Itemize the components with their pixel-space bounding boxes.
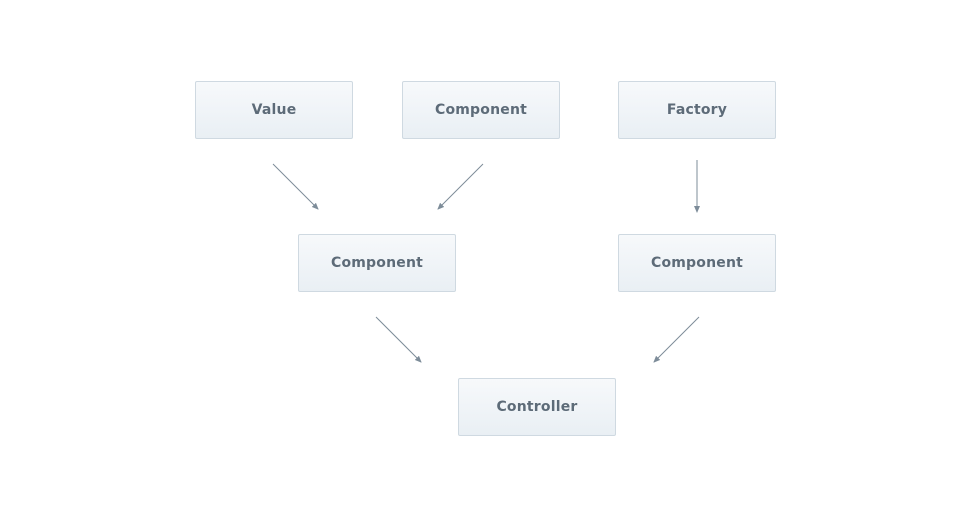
arrow-value-to-component-mid-left bbox=[272, 163, 319, 210]
node-component-mid-left: Component bbox=[298, 234, 456, 292]
node-component-mid-right: Component bbox=[618, 234, 776, 292]
node-value: Value bbox=[195, 81, 353, 139]
node-factory: Factory bbox=[618, 81, 776, 139]
node-label: Component bbox=[650, 255, 744, 271]
arrow-component-top-to-component-mid-left bbox=[437, 163, 484, 210]
node-controller: Controller bbox=[458, 378, 616, 436]
node-label: Controller bbox=[496, 399, 578, 415]
node-label: Factory bbox=[666, 102, 728, 118]
arrow-component-mid-left-to-controller bbox=[375, 316, 422, 363]
node-component-top: Component bbox=[402, 81, 560, 139]
node-label: Value bbox=[251, 102, 297, 118]
node-label: Component bbox=[434, 102, 528, 118]
node-label: Component bbox=[330, 255, 424, 271]
arrow-component-mid-right-to-controller bbox=[653, 316, 700, 363]
